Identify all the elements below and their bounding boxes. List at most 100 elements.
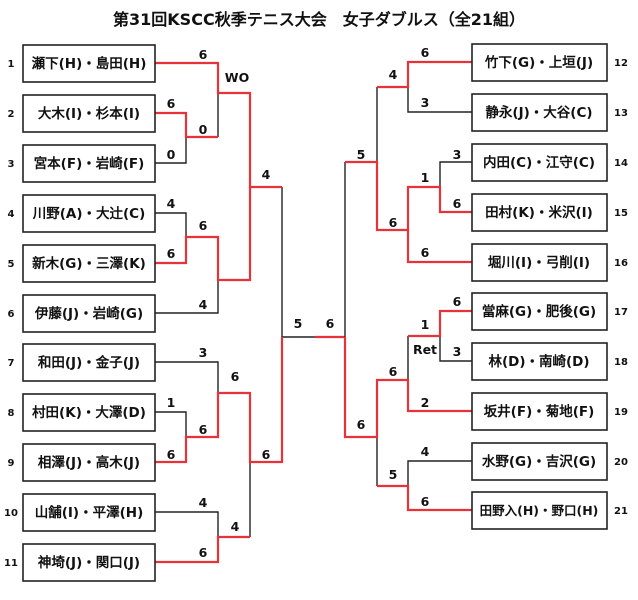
score: 5: [357, 147, 366, 162]
score: 6: [199, 218, 208, 233]
score: 6: [421, 245, 430, 260]
score-walkover: WO: [225, 70, 249, 85]
score: 4: [231, 519, 240, 534]
score: 6: [421, 494, 430, 509]
score: 6: [453, 196, 462, 211]
team-name: 坂井(F)・菊地(F): [484, 403, 595, 420]
team-entry: 村田(K)・大澤(D) 8: [8, 393, 156, 432]
team-seed: 19: [614, 407, 628, 418]
team-entry: 坂井(F)・菊地(F) 19: [471, 392, 628, 431]
score: 4: [262, 167, 271, 182]
score: 3: [421, 95, 430, 110]
team-entry: 伊藤(J)・岩崎(G) 6: [8, 294, 156, 333]
team-name: 竹下(G)・上垣(J): [484, 54, 593, 71]
team-name: 新木(G)・三澤(K): [32, 255, 146, 272]
team-name: 伊藤(J)・岩崎(G): [34, 305, 143, 322]
team-name: 和田(J)・金子(J): [38, 354, 140, 371]
team-entry: 瀬下(H)・島田(H) 1: [8, 44, 156, 83]
team-seed: 3: [8, 159, 15, 170]
score: 6: [357, 417, 366, 432]
right-teams: 竹下(G)・上垣(J) 12 静永(J)・大谷(C)13 内田(C)・江守(C) 1…: [471, 43, 628, 530]
team-seed: 18: [614, 357, 628, 368]
team-entry: 田村(K)・米沢(I) 15: [471, 193, 628, 232]
team-name: 宮本(F)・岩崎(F): [34, 155, 145, 172]
score: 4: [167, 196, 176, 211]
score: 6: [453, 294, 462, 309]
team-entry: 田野入(H)・野口(H) 21: [471, 491, 628, 530]
score: 4: [199, 495, 208, 510]
final-score-left: 5: [294, 316, 303, 331]
team-seed: 21: [614, 506, 628, 517]
score: 6: [421, 45, 430, 60]
team-seed: 7: [8, 358, 15, 369]
score: 1: [167, 395, 176, 410]
team-seed: 16: [614, 258, 628, 269]
team-name: 水野(G)・吉沢(G): [482, 453, 596, 470]
team-name: 田村(K)・米沢(I): [485, 204, 593, 221]
team-seed: 9: [8, 458, 15, 469]
score: 6: [167, 246, 176, 261]
score: 4: [389, 67, 398, 82]
score: 4: [421, 444, 430, 459]
page-title: 第31回KSCC秋季テニス大会 女子ダブルス（全21組）: [113, 10, 525, 29]
team-name: 堀川(I)・弓削(I): [488, 254, 590, 271]
score: 6: [389, 364, 398, 379]
team-seed: 8: [8, 408, 15, 419]
score: 6: [199, 422, 208, 437]
team-entry: 山舗(I)・平澤(H)10: [4, 493, 156, 532]
score: 1: [421, 317, 430, 332]
team-name: 大木(I)・杉本(I): [38, 105, 140, 122]
score: 4: [199, 297, 208, 312]
team-entry: 静永(J)・大谷(C)13: [471, 93, 628, 132]
score: 6: [389, 215, 398, 230]
score: 6: [167, 96, 176, 111]
final-score-right: 6: [326, 316, 335, 331]
left-teams: 瀬下(H)・島田(H) 1 大木(I)・杉本(I) 2 宮本(F)・岩崎(F) 3 川…: [4, 44, 156, 582]
team-entry: 大木(I)・杉本(I) 2: [8, 94, 156, 133]
team-entry: 當麻(G)・肥後(G) 17: [471, 292, 628, 331]
team-name: 川野(A)・大辻(C): [32, 205, 146, 222]
team-entry: 林(D)・南崎(D) 18: [471, 342, 628, 381]
team-name: 神埼(J)・関口(J): [38, 554, 140, 571]
team-seed: 6: [8, 309, 15, 320]
team-seed: 15: [614, 208, 628, 219]
score: 0: [199, 122, 208, 137]
team-entry: 相澤(J)・高木(J)9: [8, 443, 156, 482]
score: 6: [199, 545, 208, 560]
team-seed: 13: [614, 108, 628, 119]
team-seed: 14: [614, 158, 628, 169]
score: 6: [199, 47, 208, 62]
score: 2: [421, 395, 430, 410]
score: 6: [231, 369, 240, 384]
team-name: 瀬下(H)・島田(H): [32, 55, 147, 72]
team-entry: 神埼(J)・関口(J) 11: [4, 543, 156, 582]
score: 3: [453, 344, 462, 359]
score: 5: [389, 467, 398, 482]
team-entry: 和田(J)・金子(J) 7: [8, 343, 156, 382]
team-name: 田野入(H)・野口(H): [480, 503, 599, 518]
team-seed: 17: [614, 307, 628, 318]
team-seed: 12: [614, 58, 628, 69]
team-name: 林(D)・南崎(D): [488, 353, 589, 370]
team-name: 内田(C)・江守(C): [483, 154, 595, 171]
team-seed: 11: [4, 558, 18, 569]
score: 6: [262, 447, 271, 462]
team-entry: 宮本(F)・岩崎(F) 3: [8, 144, 156, 183]
team-seed: 2: [8, 109, 15, 120]
score: 3: [453, 147, 462, 162]
team-name: 當麻(G)・肥後(G): [482, 303, 596, 320]
team-seed: 20: [614, 457, 628, 468]
team-seed: 5: [8, 259, 15, 270]
team-seed: 4: [8, 209, 15, 220]
team-entry: 堀川(I)・弓削(I) 16: [471, 243, 628, 282]
team-name: 村田(K)・大澤(D): [32, 404, 146, 421]
team-entry: 新木(G)・三澤(K) 5: [8, 244, 156, 283]
team-seed: 1: [8, 59, 15, 70]
team-entry: 川野(A)・大辻(C) 4: [8, 194, 156, 233]
scores: 6 WO 6 0 0 4 4 6 6 4 3 6 1 6 6 6 4 4 6 5…: [167, 45, 462, 560]
team-entry: 水野(G)・吉沢(G) 20: [471, 442, 628, 481]
team-entry: 竹下(G)・上垣(J) 12: [471, 43, 628, 82]
score: 3: [199, 345, 208, 360]
team-name: 山舗(I)・平澤(H): [35, 504, 144, 521]
